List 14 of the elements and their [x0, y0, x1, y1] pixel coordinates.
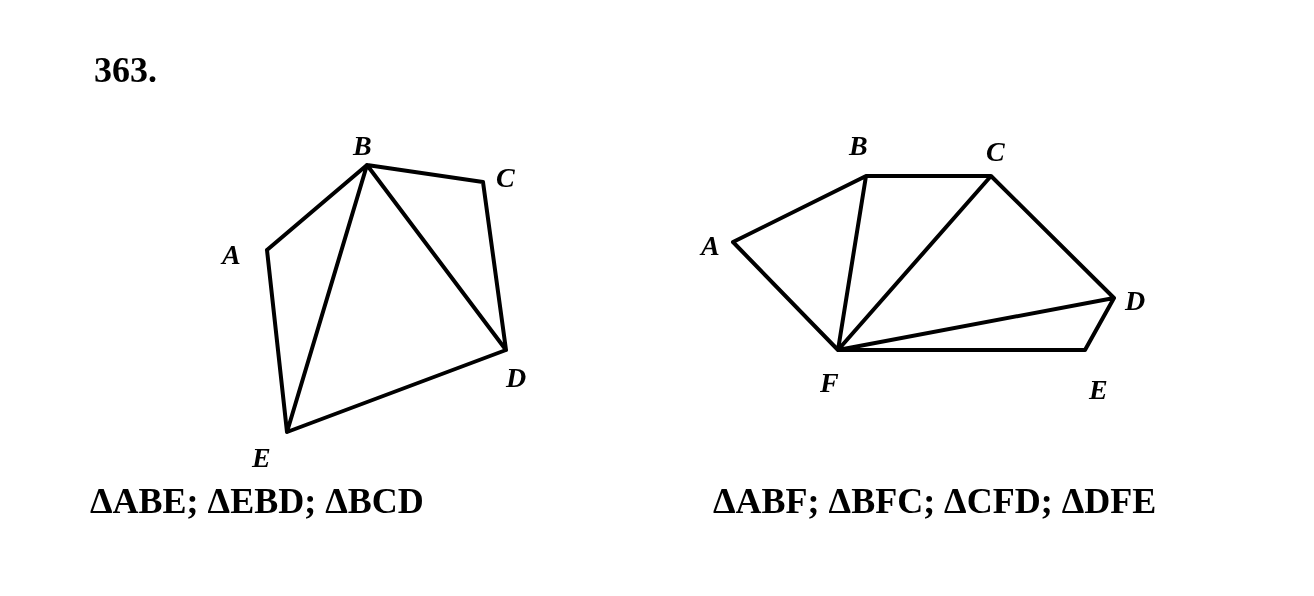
vertex-label: A: [222, 241, 241, 269]
vertex-label: B: [353, 132, 372, 160]
vertex-label: F: [820, 369, 839, 397]
answer-text: ΔABF; ΔBFC; ΔCFD; ΔDFE: [713, 483, 1157, 519]
vertex-label: E: [252, 444, 271, 472]
vertex-label: E: [1089, 376, 1108, 404]
vertex-label: C: [496, 164, 515, 192]
problem-number: 363.: [94, 52, 157, 88]
answer-text: ΔABE; ΔEBD; ΔBCD: [90, 483, 424, 519]
vertex-label: D: [506, 364, 527, 392]
vertex-label: D: [1125, 287, 1146, 315]
vertex-label: C: [986, 138, 1005, 166]
vertex-label: B: [849, 132, 868, 160]
vertex-label: A: [701, 232, 720, 260]
